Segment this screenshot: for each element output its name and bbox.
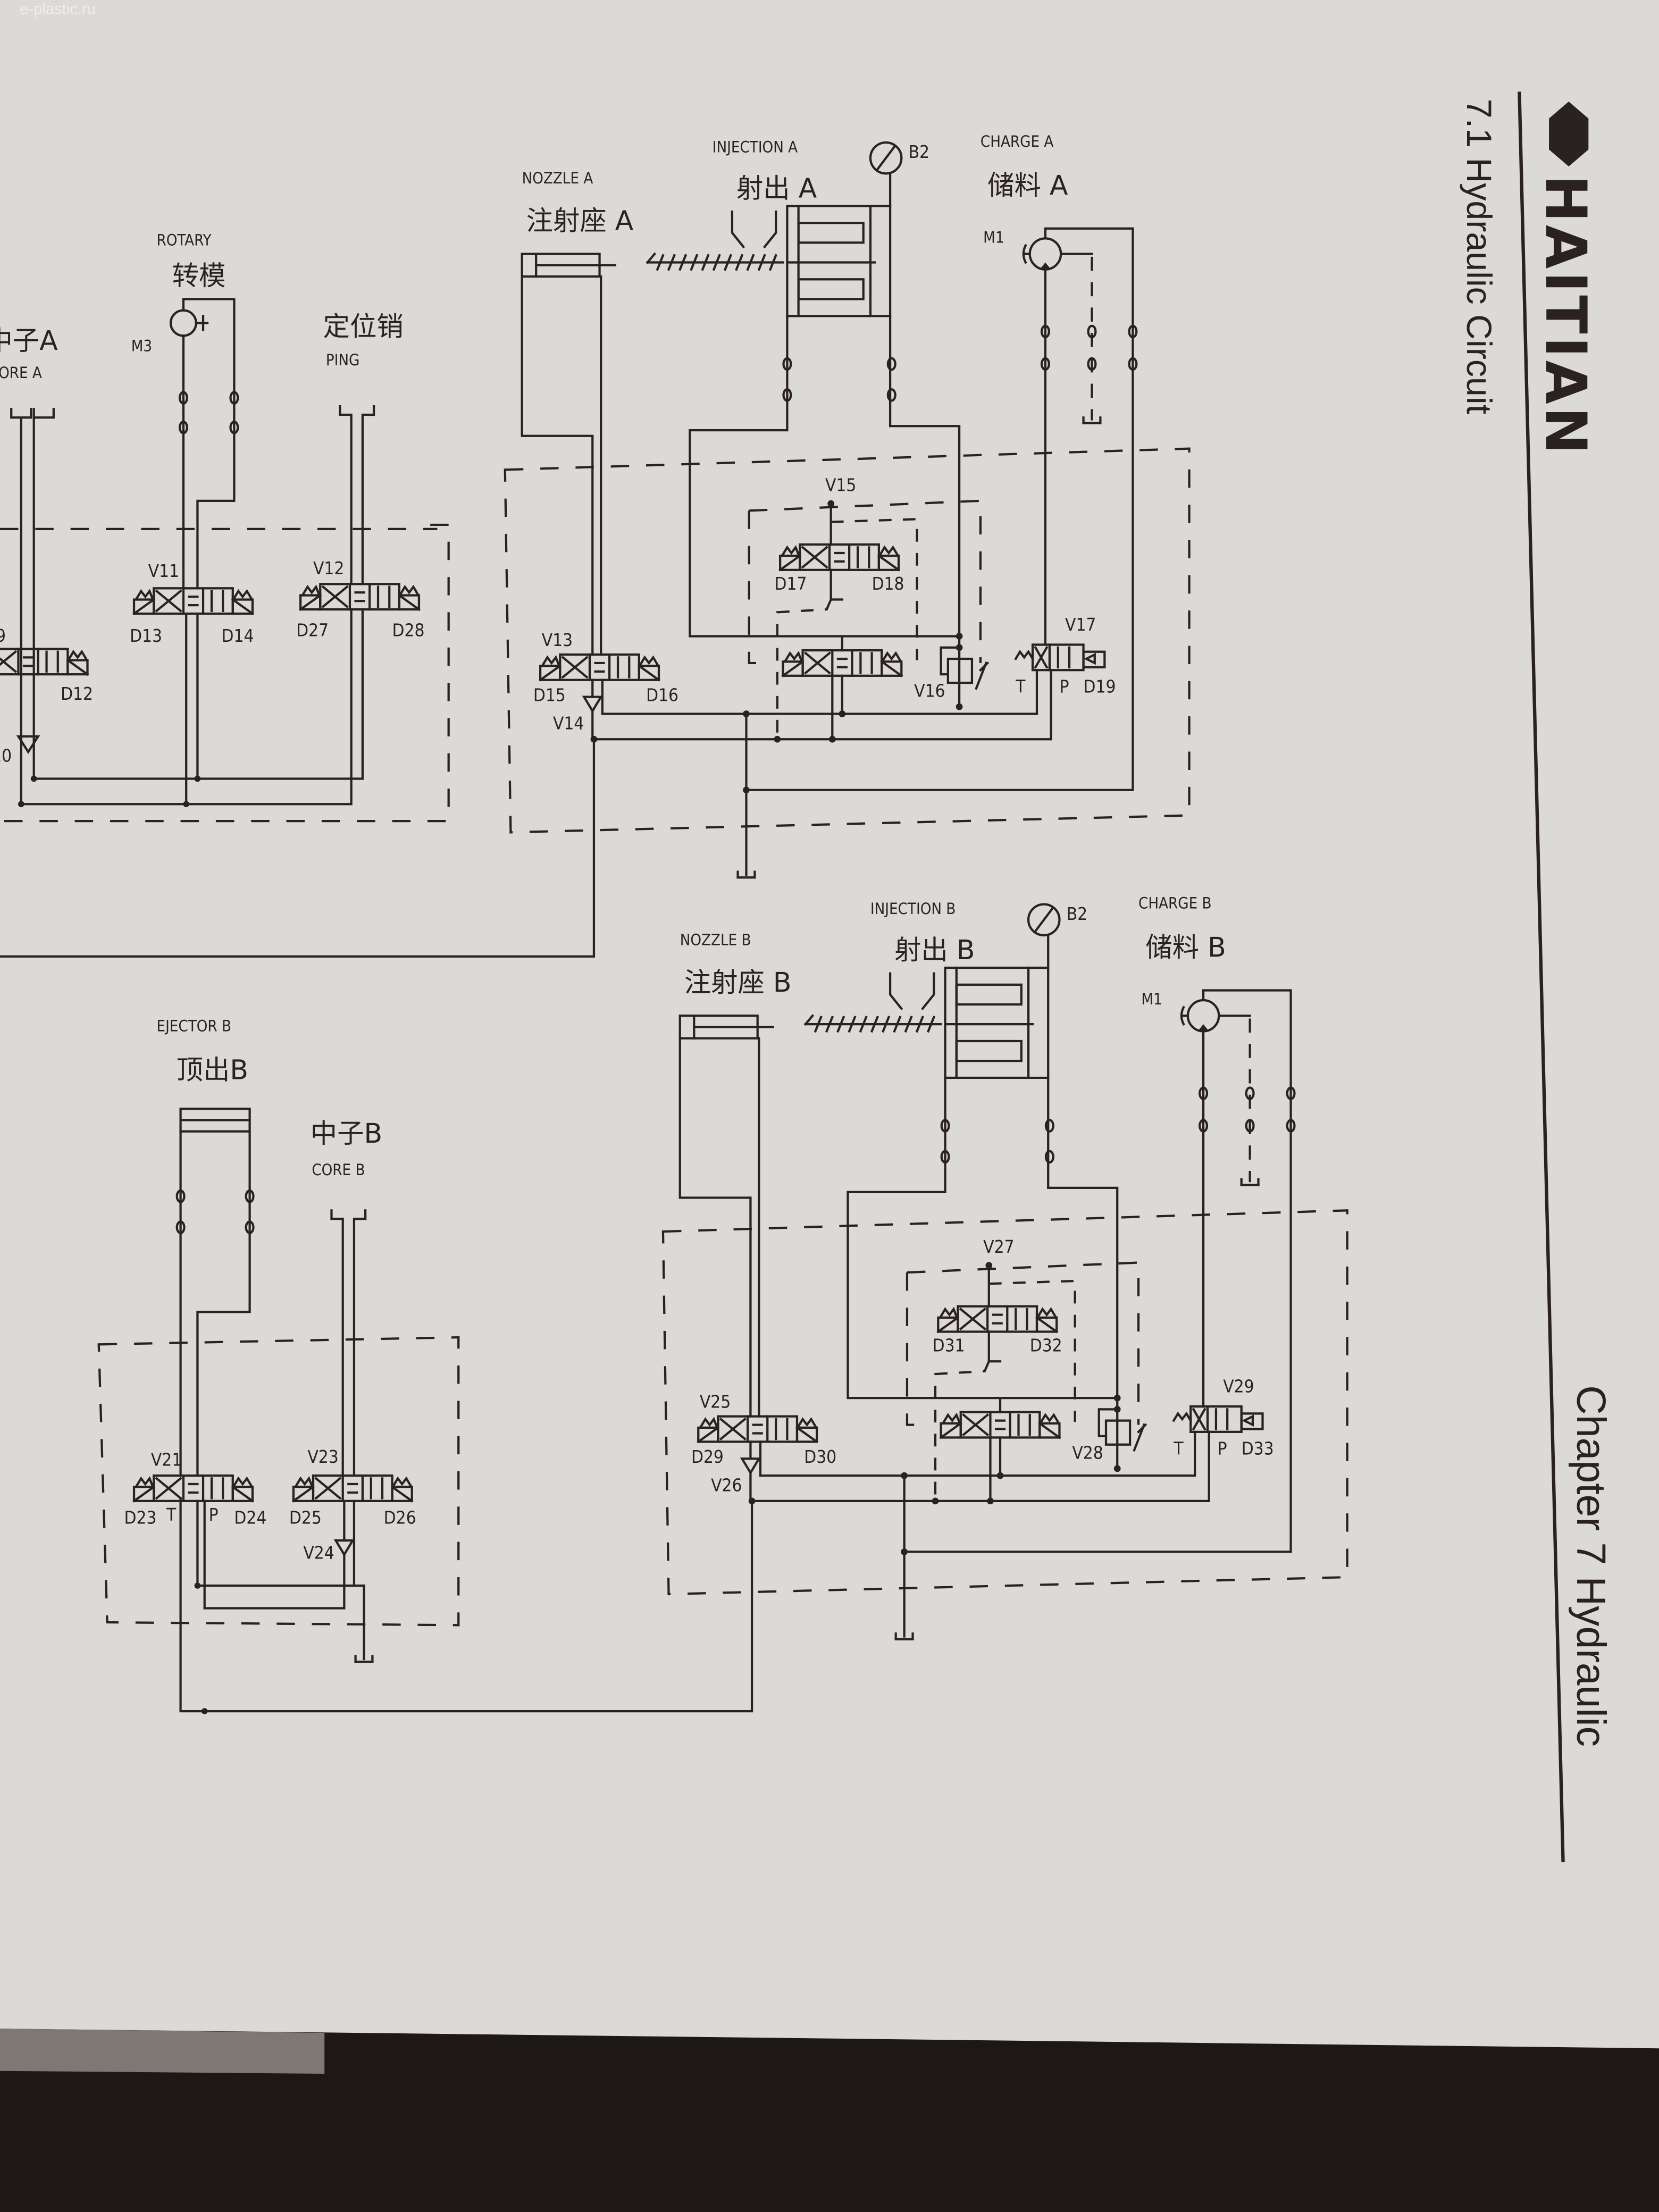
v11-label: V11	[148, 560, 179, 581]
d17-label: D17	[775, 573, 807, 594]
table-edge	[0, 2029, 325, 2074]
watermark: e-plastic.ru	[20, 1, 96, 18]
injection-a-label: INJECTION A	[713, 138, 798, 156]
v21-label: V21	[151, 1449, 182, 1470]
v25-label: V25	[700, 1392, 731, 1412]
chapter-title: Chapter 7 Hydraulic	[1568, 1385, 1614, 1747]
logo-text: HAITIAN	[1532, 175, 1598, 457]
injection-b-zh-label: 射出 B	[894, 934, 975, 966]
d24-label: D24	[234, 1507, 266, 1528]
port-t-label: T	[1015, 676, 1026, 697]
m1-label: M1	[983, 228, 1004, 246]
v10-label: 10	[0, 745, 12, 766]
d15-label: D15	[533, 685, 566, 706]
charge-a-zh-label: 储料 A	[987, 170, 1068, 201]
v16-label: V16	[914, 681, 945, 701]
gauge-b2-label: B2	[1067, 903, 1087, 924]
core-b-zh-label: 中子B	[311, 1118, 382, 1149]
v26-label: V26	[711, 1474, 742, 1495]
core-a-zh-label: 中子A	[0, 325, 58, 356]
port-p-label: P	[1218, 1438, 1227, 1459]
nozzle-b-label: NOZZLE B	[680, 931, 751, 949]
v12-label: V12	[313, 558, 344, 579]
d18-label: D18	[872, 573, 904, 594]
d25-label: D25	[289, 1507, 322, 1528]
nozzle-a-zh-label: 注射座 A	[526, 205, 634, 236]
nozzle-b-zh-label: 注射座 B	[684, 967, 792, 998]
ejector-b-label: EJECTOR B	[156, 1017, 231, 1035]
port-t-label: T	[166, 1504, 177, 1525]
ping-zh-label: 定位销	[323, 311, 404, 342]
v28-label: V28	[1072, 1442, 1103, 1463]
d29-label: D29	[691, 1446, 724, 1467]
v24-label: V24	[303, 1543, 334, 1563]
d33-label: D33	[1242, 1438, 1274, 1459]
core-b-label: CORE B	[312, 1161, 365, 1179]
section-title: 7.1 Hydraulic Circuit	[1459, 99, 1498, 414]
injection-b-label: INJECTION B	[870, 900, 956, 918]
v15-label: V15	[825, 474, 856, 495]
v27-label: V27	[983, 1236, 1014, 1257]
d31-label: D31	[933, 1335, 965, 1356]
d32-label: D32	[1030, 1335, 1062, 1356]
charge-b-label: CHARGE B	[1138, 894, 1212, 912]
m1-label: M1	[1141, 990, 1162, 1008]
d30-label: D30	[804, 1446, 836, 1467]
core-a-label: CORE A	[0, 364, 42, 382]
nozzle-a-label: NOZZLE A	[522, 169, 593, 187]
port-p-label: P	[209, 1504, 219, 1525]
haitian-logo: HAITIAN	[1532, 102, 1598, 457]
dark-background	[0, 2029, 1659, 2212]
d26-label: D26	[384, 1507, 416, 1528]
check-valve-v10	[16, 735, 40, 755]
d19-label: D19	[1084, 676, 1116, 697]
d28-label: D28	[392, 620, 425, 641]
port-p-label: P	[1059, 676, 1069, 697]
injection-unit-a: NOZZLE A 注射座 A INJECTION A 射出 A B2 CHARG…	[0, 132, 1189, 958]
rotary-label: ROTARY	[156, 231, 212, 249]
d27-label: D27	[296, 620, 329, 641]
v9-label: 9	[0, 625, 6, 646]
d16-label: D16	[646, 685, 678, 706]
v14-label: V14	[553, 713, 584, 734]
d14-label: D14	[222, 625, 254, 646]
left-circuit-group: 中子A CORE A ROTARY 转模 M3 定位销 PING 9 10 D1…	[0, 231, 450, 823]
d12-label: D12	[61, 683, 93, 704]
ejector-b-zh-label: 顶出B	[177, 1054, 248, 1086]
d13-label: D13	[130, 625, 162, 646]
injection-a-zh-label: 射出 A	[736, 172, 817, 204]
v29-label: V29	[1223, 1376, 1254, 1397]
charge-a-label: CHARGE A	[981, 132, 1054, 150]
rotary-zh-label: 转模	[172, 260, 226, 291]
port-t-label: T	[1173, 1438, 1184, 1459]
v23-label: V23	[307, 1446, 338, 1467]
header-rule	[1518, 91, 1565, 1863]
injection-unit-b: NOZZLE B 注射座 B INJECTION B 射出 B B2 CHARG…	[203, 894, 1347, 1713]
m3-label: M3	[131, 337, 152, 355]
v17-label: V17	[1065, 614, 1096, 635]
ejector-circuit-group: EJECTOR B 顶出B 中子B CORE B V21 D23 T P D24…	[97, 1017, 460, 1715]
gauge-b2-label: B2	[909, 141, 929, 162]
ping-label: PING	[326, 351, 360, 369]
logo-emblem-icon	[1549, 102, 1589, 167]
d23-label: D23	[124, 1507, 156, 1528]
check-valve-v24	[333, 1539, 355, 1557]
charge-b-zh-label: 储料 B	[1145, 932, 1226, 963]
v13-label: V13	[542, 630, 573, 650]
